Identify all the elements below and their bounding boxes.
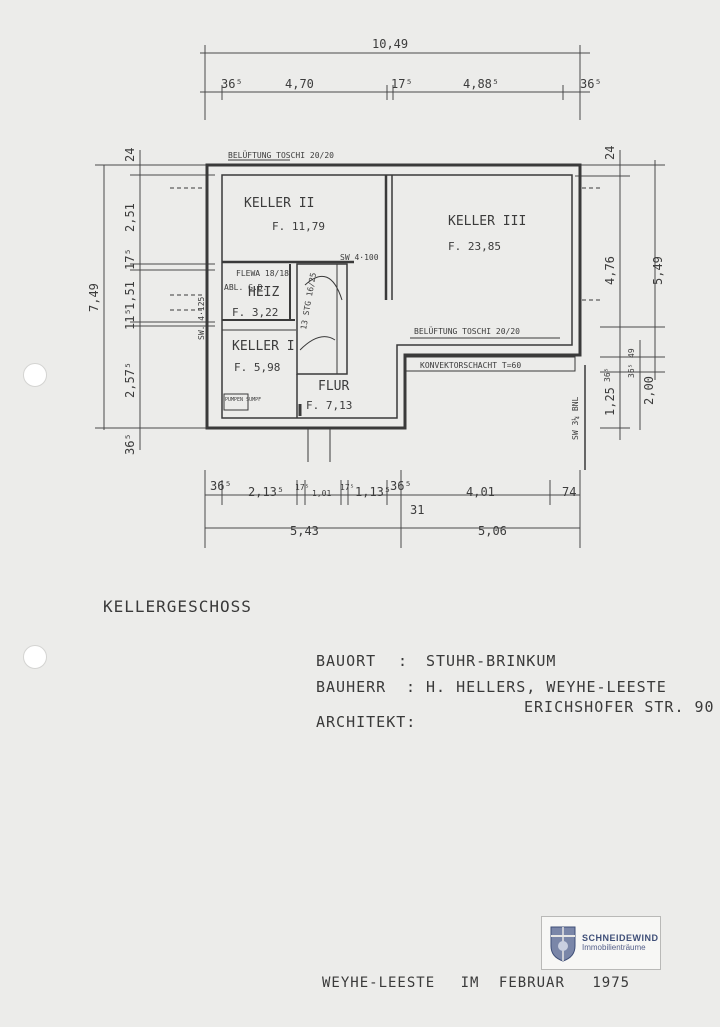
note-sw-left: SW. 4·125 xyxy=(197,296,206,340)
dim-right-g: 2,00 xyxy=(642,376,656,405)
dim-bottom-6: 1,13⁵ xyxy=(355,485,391,499)
dim-top-3: 17⁵ xyxy=(391,77,413,91)
dim-right-f: 1,25 xyxy=(603,387,617,416)
footer-in: IM xyxy=(460,975,480,991)
company-logo: SCHNEIDEWIND Immobilienträume xyxy=(541,916,661,970)
dim-right-b: 5,49 xyxy=(651,256,665,285)
dim-overall-left: 7,49 xyxy=(87,283,101,312)
info-baurot-label: BAUORT xyxy=(316,652,377,670)
info-architekt-label: ARCHITEKT: xyxy=(316,713,417,731)
footer-line: WEYHE-LEESTE IM FEBRUAR 1975 xyxy=(322,975,630,991)
dim-top-2: 4,70 xyxy=(285,77,314,91)
punch-hole-top xyxy=(23,363,47,387)
logo-line2: Immobilienträume xyxy=(582,942,646,952)
info-bauherr-value: H. HELLERS, WEYHE-LEESTE xyxy=(426,678,667,696)
dim-right-d: 36⁵ xyxy=(603,368,612,382)
note-konvektor: KONVEKTORSCHACHT T=60 xyxy=(420,361,521,370)
dimension-lines xyxy=(95,45,665,548)
note-flewa: FLEWA 18/18 xyxy=(236,269,289,278)
dim-left-3: 17⁵ xyxy=(123,248,137,270)
dim-left-6: 2,57⁵ xyxy=(123,362,137,398)
dim-bottom-total-1: 5,43 xyxy=(290,524,319,538)
info-colon-2: : xyxy=(406,678,417,696)
room-keller2-name: KELLER II xyxy=(244,196,314,211)
room-keller1-name: KELLER I xyxy=(232,339,295,354)
note-pump: PUMPEN SUMPF xyxy=(225,397,261,403)
info-colon-1: : xyxy=(398,652,409,670)
dim-bottom-mid: 31 xyxy=(410,503,424,517)
note-abl: ABL. G.D. xyxy=(224,283,267,292)
crest-icon xyxy=(550,926,576,962)
info-bauherr-label: BAUHERR xyxy=(316,678,387,696)
dim-bottom-8: 4,01 xyxy=(466,485,495,499)
dim-top-5: 36⁵ xyxy=(580,77,602,91)
note-stair: 13 STG 16/25 xyxy=(299,272,318,331)
room-flur-area: F. 7,13 xyxy=(306,399,352,412)
footer-year: 1975 xyxy=(592,975,631,991)
dim-right-c: 49 xyxy=(627,348,636,358)
dim-overall-top: 10,49 xyxy=(372,37,408,51)
dim-left-5: 11⁵ xyxy=(123,308,137,330)
dim-left-1: 24 xyxy=(123,148,137,162)
note-sw-top: SW 4·100 xyxy=(340,253,379,262)
footer-place: WEYHE-LEESTE xyxy=(322,975,436,991)
footer-month: FEBRUAR xyxy=(498,975,565,991)
dim-right-e: 36⁵ xyxy=(627,364,636,378)
dim-bottom-total-2: 5,06 xyxy=(478,524,507,538)
dim-bottom-2: 2,13⁵ xyxy=(248,485,284,499)
logo-line1: SCHNEIDEWIND xyxy=(582,932,659,943)
room-heiz-name: HEIZ xyxy=(248,285,279,300)
room-keller3-name: KELLER III xyxy=(448,214,526,229)
dim-bottom-1: 36⁵ xyxy=(210,479,232,493)
room-heiz-area: F. 3,22 xyxy=(232,306,278,319)
dim-left-4: 1,51 xyxy=(123,281,137,310)
room-flur-name: FLUR xyxy=(318,379,349,394)
dim-right-h: SW 3¼ BNL xyxy=(571,396,580,440)
dim-bottom-5: 17⁵ xyxy=(340,483,354,492)
room-keller2-area: F. 11,79 xyxy=(272,220,325,233)
dim-top-1: 36⁵ xyxy=(221,77,243,91)
info-baurot-value: STUHR-BRINKUM xyxy=(426,652,557,670)
note-vent-top: BELÜFTUNG TOSCHI 20/20 xyxy=(228,150,334,160)
info-bauherr-value2: ERICHSHOFER STR. 90 xyxy=(524,698,715,716)
note-vent-mid: BELÜFTUNG TOSCHI 20/20 xyxy=(414,326,520,336)
dim-left-2: 2,51 xyxy=(123,203,137,232)
dim-bottom-9: 74 xyxy=(562,485,576,499)
plan-title: KELLERGESCHOSS xyxy=(103,597,252,616)
dim-left-7: 36⁵ xyxy=(123,433,137,455)
punch-hole-bottom xyxy=(23,645,47,669)
dim-bottom-7: 36⁵ xyxy=(390,479,412,493)
walls xyxy=(170,159,600,470)
dim-bottom-4: 1,01 xyxy=(312,489,331,498)
dim-top-4: 4,88⁵ xyxy=(463,77,499,91)
dim-bottom-3: 17⁵ xyxy=(295,483,309,492)
dim-right-a: 4,76 xyxy=(603,256,617,285)
room-keller3-area: F. 23,85 xyxy=(448,240,501,253)
dim-right-top: 24 xyxy=(603,146,617,160)
room-keller1-area: F. 5,98 xyxy=(234,361,280,374)
